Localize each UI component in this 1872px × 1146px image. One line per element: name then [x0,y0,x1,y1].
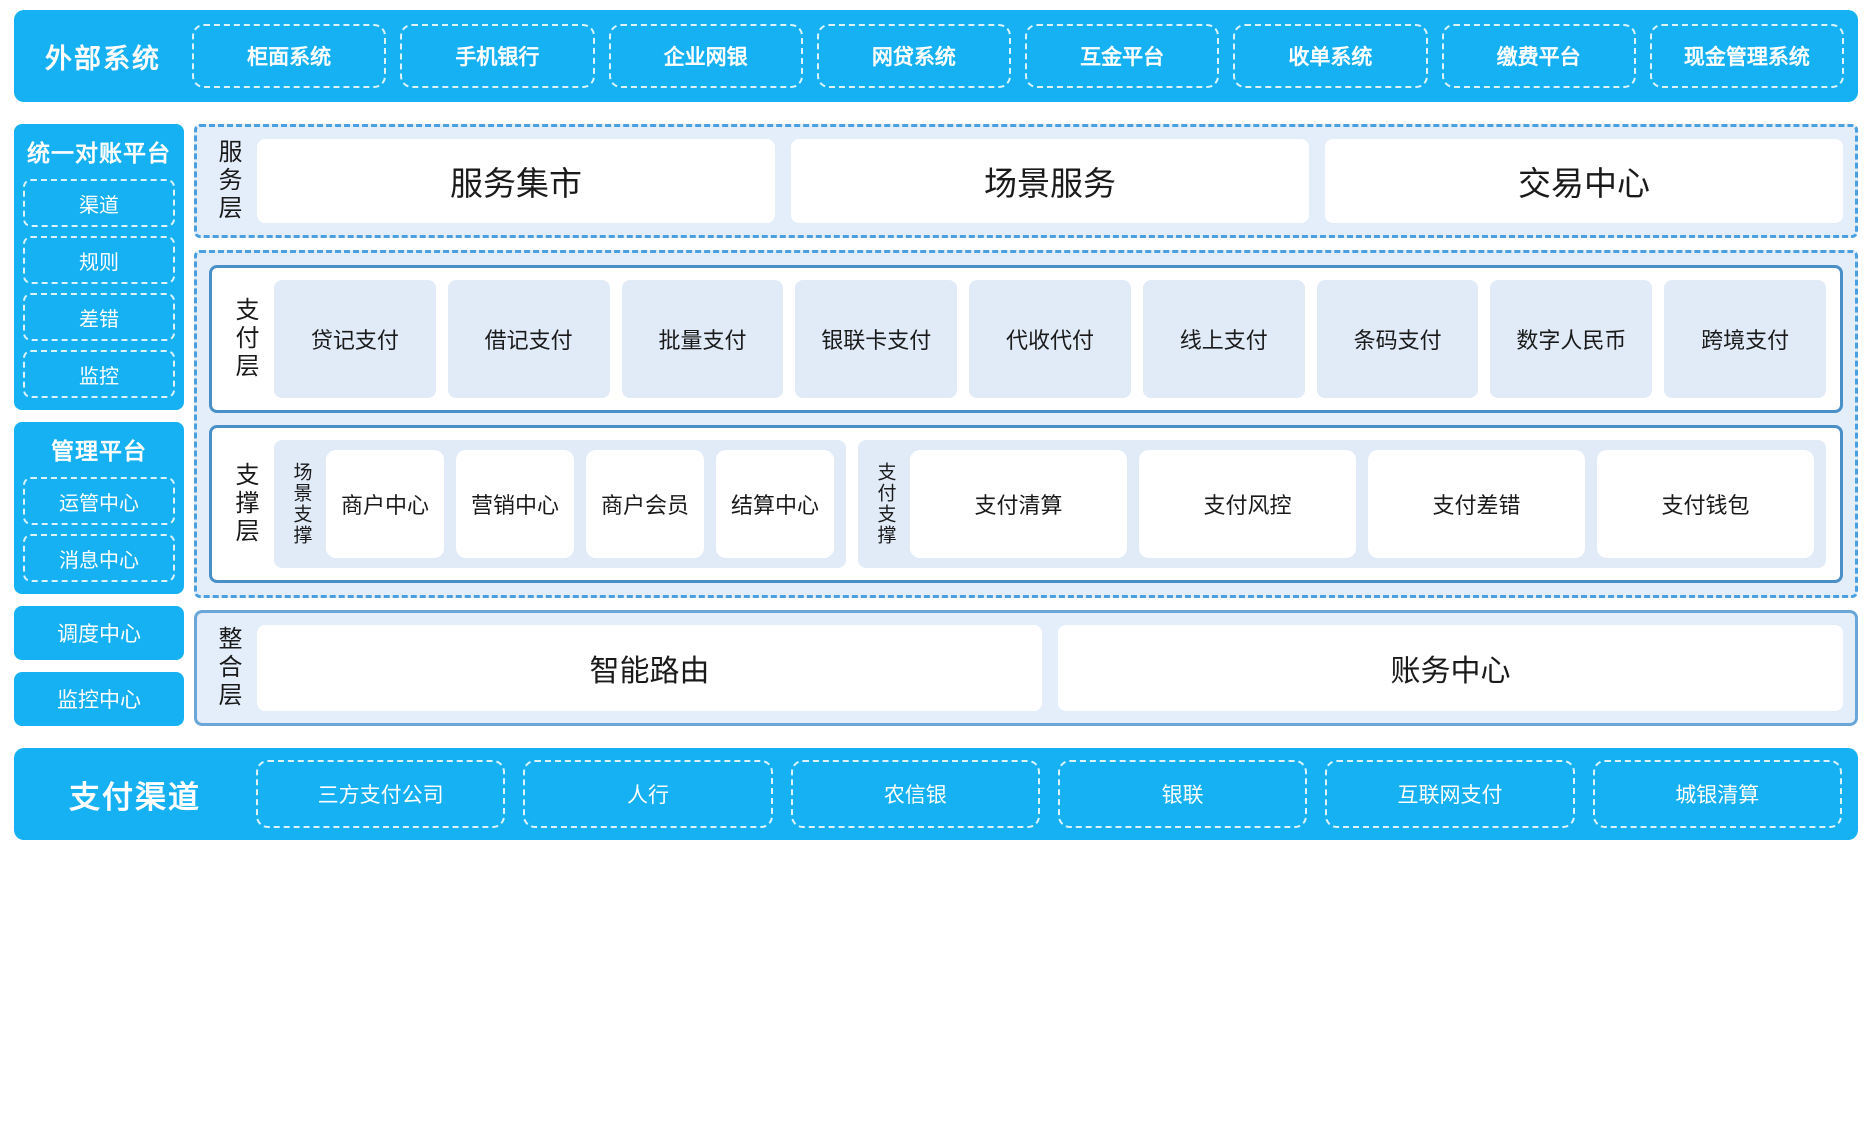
integration-card-accounting-center[interactable]: 账务中心 [1058,625,1843,711]
external-system-chip[interactable]: 现金管理系统 [1649,24,1844,88]
scene-card-settlement-center[interactable]: 结算中心 [716,450,834,558]
external-systems-band: 外部系统 柜面系统 手机银行 企业网银 网贷系统 互金平台 收单系统 缴费平台 … [14,10,1858,102]
payment-support-card-exception[interactable]: 支付差错 [1368,450,1585,558]
external-system-chip[interactable]: 收单系统 [1233,24,1428,88]
payment-support-group: 支付支撑 支付清算 支付风控 支付差错 支付钱包 [858,440,1826,568]
payment-tile-barcode[interactable]: 条码支付 [1316,280,1479,398]
payment-support-card-wallet[interactable]: 支付钱包 [1597,450,1814,558]
scene-support-group: 场景支撑 商户中心 营销中心 商户会员 结算中心 [274,440,846,568]
service-layer-container: 服务层 服务集市 场景服务 交易中心 [194,124,1858,238]
payment-tile-cross-border[interactable]: 跨境支付 [1664,280,1827,398]
external-system-chip[interactable]: 手机银行 [400,24,595,88]
service-layer-label: 服务层 [214,139,241,223]
management-platform-title: 管理平台 [51,438,147,464]
payment-tile-online[interactable]: 线上支付 [1142,280,1305,398]
external-systems-chip-list: 柜面系统 手机银行 企业网银 网贷系统 互金平台 收单系统 缴费平台 现金管理系… [192,24,1844,88]
payment-support-label: 支付支撑 [874,462,896,546]
support-layer-group-list: 场景支撑 商户中心 营销中心 商户会员 结算中心 支付支撑 [274,440,1826,568]
service-layer-card-list: 服务集市 场景服务 交易中心 [257,139,1843,223]
rail-item-monitor[interactable]: 监控 [23,350,175,398]
payment-channels-band: 支付渠道 三方支付公司 人行 农信银 银联 互联网支付 城银清算 [14,748,1858,840]
support-layer-label: 支撑层 [231,462,258,546]
external-system-chip[interactable]: 企业网银 [608,24,803,88]
rail-item-error[interactable]: 差错 [23,293,175,341]
scene-card-merchant-center[interactable]: 商户中心 [326,450,444,558]
service-layer-row: 服务层 服务集市 场景服务 交易中心 [209,139,1843,223]
payment-tile-digital-rmb[interactable]: 数字人民币 [1490,280,1653,398]
integration-card-smart-routing[interactable]: 智能路由 [257,625,1042,711]
external-system-chip[interactable]: 网贷系统 [816,24,1011,88]
middle-region: 统一对账平台 渠道 规则 差错 监控 管理平台 运管中心 消息中心 调度中心 监… [14,124,1858,726]
service-card-transaction-center[interactable]: 交易中心 [1325,139,1843,223]
payment-layer-label: 支付层 [231,297,258,381]
rail-item-ops-center[interactable]: 运管中心 [23,477,175,525]
payment-support-card-risk-control[interactable]: 支付风控 [1139,450,1356,558]
scene-support-card-list: 商户中心 营销中心 商户会员 结算中心 [326,450,834,558]
channel-chip-internet-payment[interactable]: 互联网支付 [1325,760,1575,828]
reconciliation-platform-group: 统一对账平台 渠道 规则 差错 监控 [14,124,184,410]
support-layer-panel: 支撑层 场景支撑 商户中心 营销中心 商户会员 结算中心 [209,425,1843,583]
integration-layer-container: 整合层 智能路由 账务中心 [194,610,1858,726]
external-system-chip[interactable]: 柜面系统 [192,24,387,88]
rail-item-channel[interactable]: 渠道 [23,179,175,227]
rail-item-message-center[interactable]: 消息中心 [23,534,175,582]
scene-card-marketing-center[interactable]: 营销中心 [456,450,574,558]
service-card-marketplace[interactable]: 服务集市 [257,139,775,223]
external-system-chip[interactable]: 互金平台 [1025,24,1220,88]
payment-tile-unionpay-card[interactable]: 银联卡支付 [795,280,958,398]
payment-tile-collection-payment[interactable]: 代收代付 [969,280,1131,398]
payment-support-card-list: 支付清算 支付风控 支付差错 支付钱包 [910,450,1814,558]
payment-channels-title: 支付渠道 [69,779,201,815]
integration-layer-card-list: 智能路由 账务中心 [257,625,1843,711]
external-system-chip[interactable]: 缴费平台 [1441,24,1636,88]
payment-support-card-clearing[interactable]: 支付清算 [910,450,1127,558]
external-systems-title: 外部系统 [45,43,161,74]
payment-layer-tile-list: 贷记支付 借记支付 批量支付 银联卡支付 代收代付 线上支付 条码支付 数字人民… [274,280,1827,398]
scene-support-label: 场景支撑 [290,462,312,546]
layer-stack: 服务层 服务集市 场景服务 交易中心 支付层 贷记支付 [194,124,1858,726]
core-platform-container: 支付层 贷记支付 借记支付 批量支付 银联卡支付 代收代付 线上支付 条码支付 … [194,250,1858,598]
payment-layer-panel: 支付层 贷记支付 借记支付 批量支付 银联卡支付 代收代付 线上支付 条码支付 … [209,265,1843,413]
management-platform-group: 管理平台 运管中心 消息中心 [14,422,184,594]
scene-card-merchant-member[interactable]: 商户会员 [586,450,704,558]
reconciliation-platform-title: 统一对账平台 [27,140,171,166]
channel-chip-third-party[interactable]: 三方支付公司 [256,760,506,828]
payment-tile-batch[interactable]: 批量支付 [621,280,784,398]
payment-tile-credit[interactable]: 贷记支付 [274,280,436,398]
payment-tile-debit[interactable]: 借记支付 [447,280,610,398]
rail-item-scheduling-center[interactable]: 调度中心 [14,606,184,660]
channel-chip-unionpay[interactable]: 银联 [1057,760,1308,828]
rail-item-rule[interactable]: 规则 [23,236,175,284]
left-rail: 统一对账平台 渠道 规则 差错 监控 管理平台 运管中心 消息中心 调度中心 监… [14,124,184,726]
rail-item-monitoring-center[interactable]: 监控中心 [14,672,184,726]
payment-channels-chip-list: 三方支付公司 人行 农信银 银联 互联网支付 城银清算 [256,760,1842,828]
channel-chip-pboc[interactable]: 人行 [523,760,773,828]
support-layer-row: 支撑层 场景支撑 商户中心 营销中心 商户会员 结算中心 [226,440,1826,568]
integration-layer-row: 整合层 智能路由 账务中心 [209,625,1843,711]
integration-layer-label: 整合层 [214,626,241,710]
service-card-scenario[interactable]: 场景服务 [791,139,1309,223]
channel-chip-rcc[interactable]: 农信银 [790,760,1040,828]
channel-chip-city-bank-clearing[interactable]: 城银清算 [1592,760,1842,828]
payment-layer-row: 支付层 贷记支付 借记支付 批量支付 银联卡支付 代收代付 线上支付 条码支付 … [226,280,1827,398]
